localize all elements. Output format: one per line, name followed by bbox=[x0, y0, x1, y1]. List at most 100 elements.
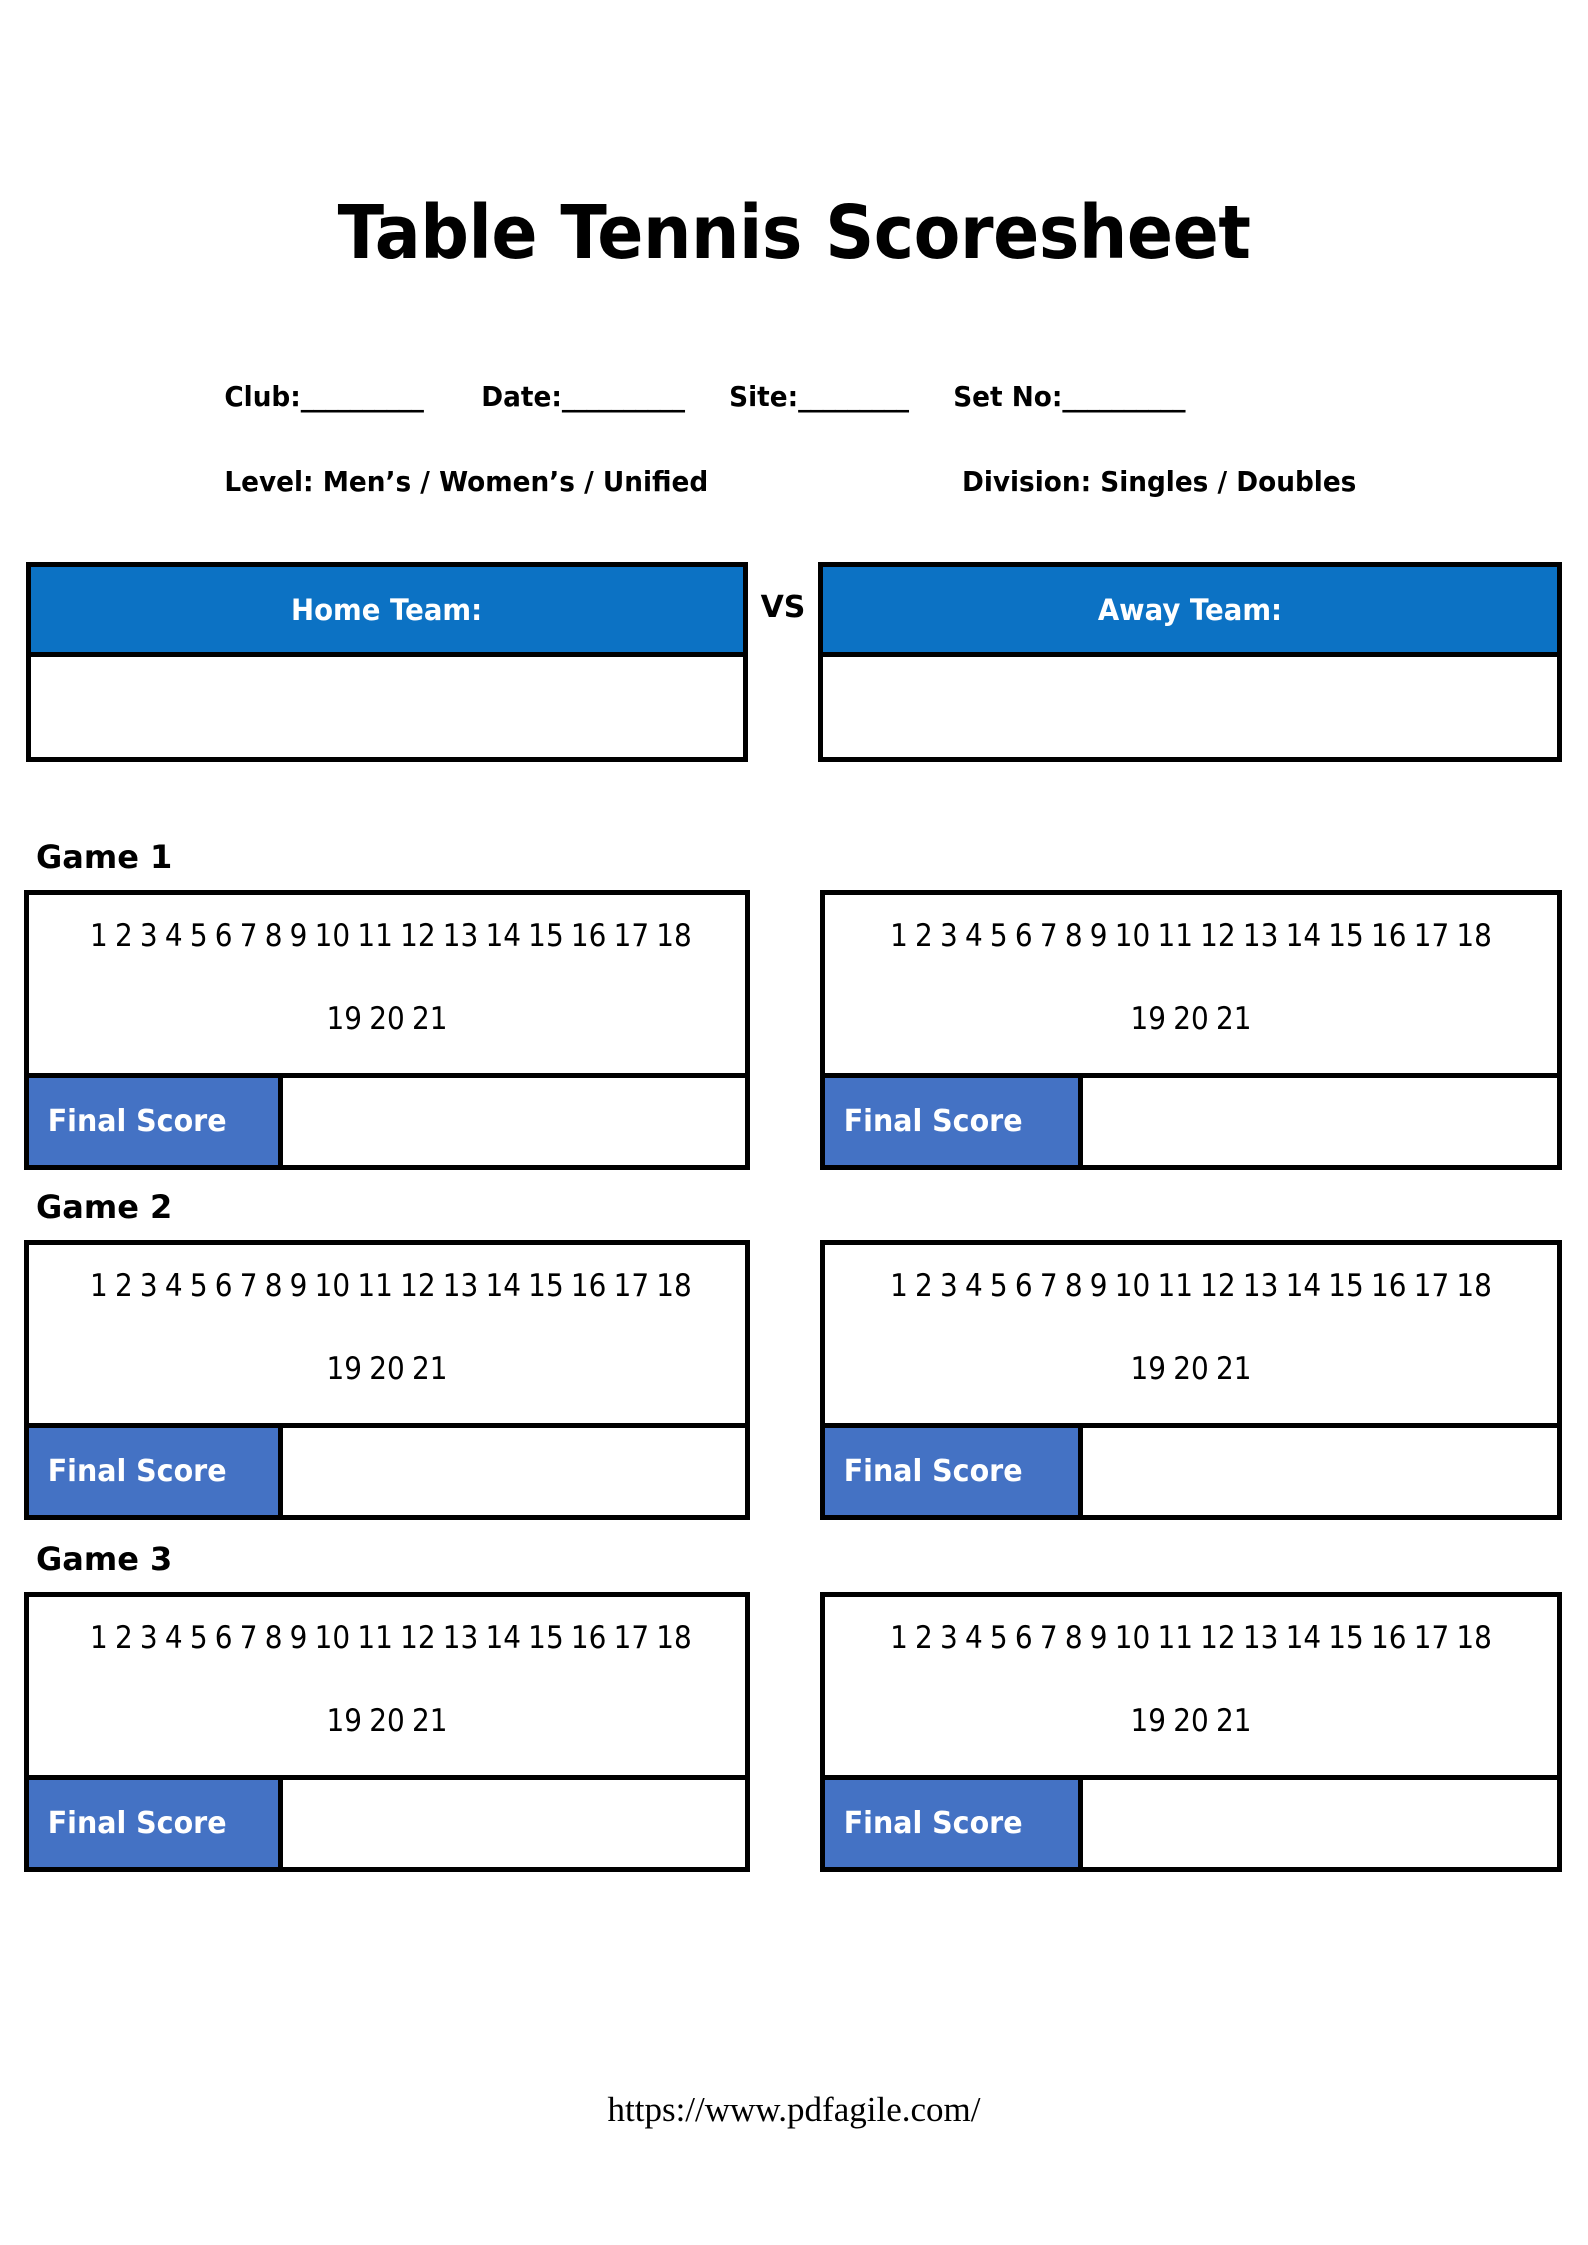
score-number[interactable]: 9 bbox=[1089, 918, 1108, 954]
score-number[interactable]: 17 bbox=[1413, 918, 1450, 954]
score-number[interactable]: 21 bbox=[1215, 1351, 1252, 1387]
score-number[interactable]: 2 bbox=[114, 918, 133, 954]
score-number[interactable]: 10 bbox=[314, 918, 351, 954]
level-options[interactable]: Level: Men’s / Women’s / Unified bbox=[224, 465, 709, 498]
game-1-home-final-score-input[interactable] bbox=[283, 1078, 745, 1165]
score-number[interactable]: 9 bbox=[289, 918, 308, 954]
score-number[interactable]: 2 bbox=[114, 1268, 133, 1304]
score-number[interactable]: 3 bbox=[139, 1268, 158, 1304]
score-number[interactable]: 16 bbox=[1370, 1268, 1407, 1304]
score-number[interactable]: 4 bbox=[164, 918, 183, 954]
score-number[interactable]: 6 bbox=[214, 1268, 233, 1304]
score-number[interactable]: 5 bbox=[989, 1268, 1008, 1304]
score-number[interactable]: 17 bbox=[613, 918, 650, 954]
field-date-blank[interactable]: __________ bbox=[561, 380, 685, 413]
score-number[interactable]: 18 bbox=[656, 918, 692, 954]
score-number[interactable]: 15 bbox=[528, 918, 564, 954]
score-number[interactable]: 13 bbox=[442, 1268, 479, 1304]
score-number[interactable]: 12 bbox=[400, 918, 436, 954]
score-number[interactable]: 6 bbox=[1014, 918, 1033, 954]
score-number[interactable]: 19 bbox=[1130, 1001, 1167, 1037]
score-number[interactable]: 10 bbox=[1114, 1268, 1151, 1304]
field-site-blank[interactable]: _________ bbox=[798, 380, 909, 413]
score-number[interactable]: 5 bbox=[989, 1620, 1008, 1656]
field-club-blank[interactable]: __________ bbox=[300, 380, 424, 413]
score-number[interactable]: 9 bbox=[289, 1620, 308, 1656]
score-number[interactable]: 7 bbox=[1039, 1268, 1058, 1304]
score-number[interactable]: 12 bbox=[400, 1268, 436, 1304]
score-number[interactable]: 20 bbox=[369, 1001, 405, 1037]
score-number[interactable]: 3 bbox=[139, 1620, 158, 1656]
score-number[interactable]: 20 bbox=[369, 1351, 405, 1387]
score-number[interactable]: 11 bbox=[357, 1268, 393, 1304]
score-number[interactable]: 14 bbox=[485, 1620, 521, 1656]
score-number[interactable]: 4 bbox=[164, 1620, 183, 1656]
score-number[interactable]: 18 bbox=[1456, 918, 1492, 954]
score-number[interactable]: 3 bbox=[940, 1620, 958, 1656]
game-2-home-final-score-input[interactable] bbox=[283, 1428, 745, 1515]
score-number[interactable]: 17 bbox=[613, 1620, 650, 1656]
score-number[interactable]: 8 bbox=[264, 918, 283, 954]
score-number[interactable]: 1 bbox=[890, 1620, 908, 1656]
score-number[interactable]: 14 bbox=[1285, 1268, 1322, 1304]
score-number[interactable]: 10 bbox=[314, 1620, 351, 1656]
score-number[interactable]: 13 bbox=[1242, 1268, 1279, 1304]
score-number[interactable]: 1 bbox=[890, 1268, 908, 1304]
score-number[interactable]: 13 bbox=[442, 918, 479, 954]
score-number[interactable]: 9 bbox=[1089, 1268, 1108, 1304]
score-number[interactable]: 1 bbox=[89, 1268, 108, 1304]
score-number[interactable]: 2 bbox=[915, 1268, 933, 1304]
score-number[interactable]: 1 bbox=[890, 918, 908, 954]
score-number[interactable]: 2 bbox=[114, 1620, 133, 1656]
score-number[interactable]: 17 bbox=[1413, 1268, 1450, 1304]
score-number[interactable]: 21 bbox=[411, 1703, 448, 1739]
score-number[interactable]: 1 bbox=[89, 918, 108, 954]
score-number[interactable]: 9 bbox=[289, 1268, 308, 1304]
score-number[interactable]: 21 bbox=[411, 1001, 448, 1037]
score-number[interactable]: 18 bbox=[656, 1620, 692, 1656]
home-team-name-input[interactable] bbox=[31, 657, 743, 757]
score-number[interactable]: 7 bbox=[239, 1268, 258, 1304]
score-number[interactable]: 13 bbox=[1242, 1620, 1279, 1656]
game-3-away-final-score-input[interactable] bbox=[1083, 1780, 1557, 1867]
score-number[interactable]: 18 bbox=[1456, 1620, 1492, 1656]
score-number[interactable]: 12 bbox=[400, 1620, 436, 1656]
score-number[interactable]: 8 bbox=[264, 1620, 283, 1656]
score-number[interactable]: 21 bbox=[1215, 1001, 1252, 1037]
score-number[interactable]: 14 bbox=[485, 918, 521, 954]
score-number[interactable]: 11 bbox=[1157, 1620, 1193, 1656]
score-number[interactable]: 16 bbox=[1370, 918, 1407, 954]
score-number[interactable]: 10 bbox=[314, 1268, 351, 1304]
score-number[interactable]: 4 bbox=[164, 1268, 183, 1304]
score-number[interactable]: 11 bbox=[357, 1620, 393, 1656]
score-number[interactable]: 7 bbox=[239, 918, 258, 954]
score-number[interactable]: 10 bbox=[1114, 918, 1151, 954]
score-number[interactable]: 8 bbox=[264, 1268, 283, 1304]
score-number[interactable]: 14 bbox=[1285, 1620, 1322, 1656]
field-set-no-blank[interactable]: __________ bbox=[1062, 380, 1185, 413]
score-number[interactable]: 11 bbox=[1157, 918, 1193, 954]
score-number[interactable]: 17 bbox=[613, 1268, 650, 1304]
score-number[interactable]: 7 bbox=[1039, 1620, 1058, 1656]
away-team-name-input[interactable] bbox=[823, 657, 1557, 757]
score-number[interactable]: 19 bbox=[326, 1001, 363, 1037]
score-number[interactable]: 2 bbox=[915, 1620, 933, 1656]
score-number[interactable]: 18 bbox=[1456, 1268, 1492, 1304]
score-number[interactable]: 15 bbox=[528, 1268, 564, 1304]
score-number[interactable]: 5 bbox=[189, 1620, 208, 1656]
score-number[interactable]: 15 bbox=[1328, 918, 1364, 954]
score-number[interactable]: 12 bbox=[1200, 918, 1236, 954]
score-number[interactable]: 5 bbox=[189, 1268, 208, 1304]
score-number[interactable]: 15 bbox=[1328, 1620, 1364, 1656]
score-number[interactable]: 17 bbox=[1413, 1620, 1450, 1656]
